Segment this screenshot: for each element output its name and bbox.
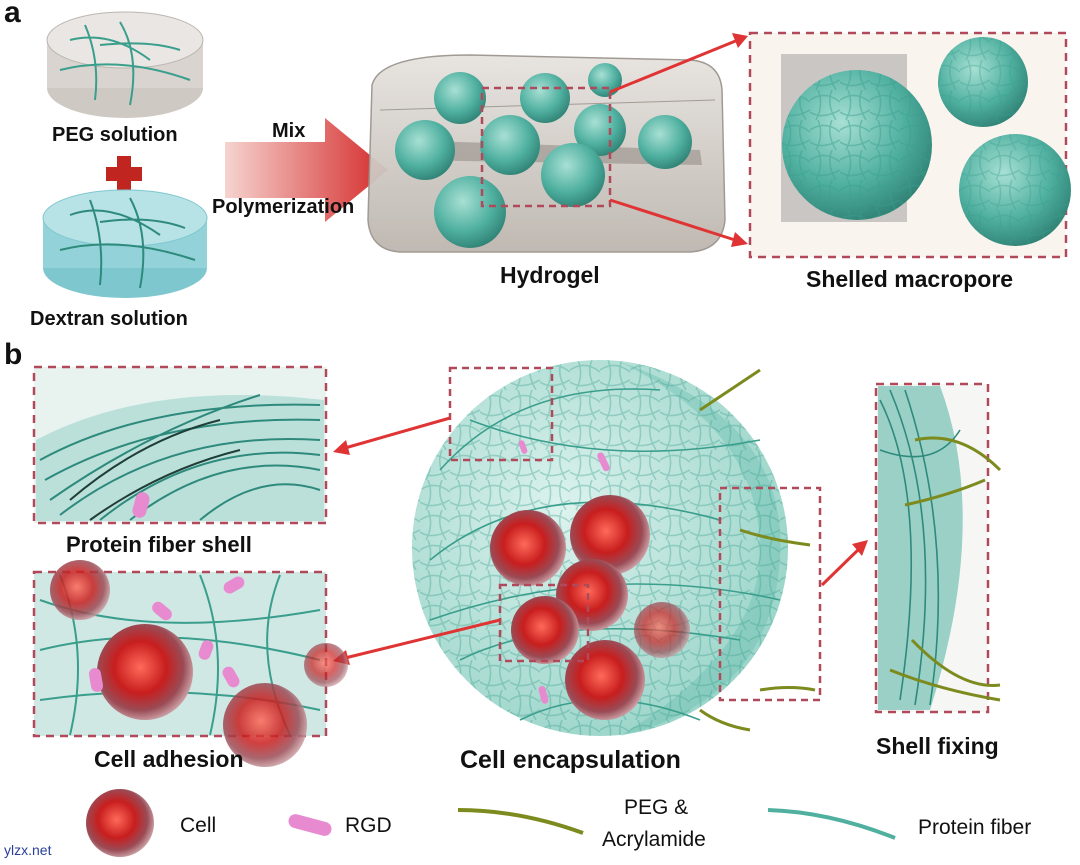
cell-encapsulation-label: Cell encapsulation bbox=[460, 746, 681, 774]
legend-cell-label: Cell bbox=[180, 814, 217, 837]
adhesion-zoom-box bbox=[498, 583, 590, 663]
peg-solution-disc bbox=[46, 11, 204, 118]
shell-fixing-inset bbox=[874, 382, 1002, 714]
plus-icon bbox=[106, 156, 142, 192]
protein-shell-inset bbox=[32, 365, 328, 525]
panel-label-a: a bbox=[4, 0, 21, 29]
polymerization-label: Polymerization bbox=[212, 196, 355, 218]
cell-adhesion-inset bbox=[32, 560, 348, 767]
legend-peg-label-1: PEG & bbox=[624, 796, 689, 819]
zoom-arrows-a bbox=[609, 33, 748, 247]
dextran-solution-disc bbox=[42, 189, 208, 298]
shell-fixing-label: Shell fixing bbox=[876, 733, 999, 759]
hydrogel-label: Hydrogel bbox=[500, 262, 600, 288]
panel-label-b: b bbox=[4, 338, 23, 371]
dextran-solution-label: Dextran solution bbox=[30, 308, 188, 330]
cell-adhesion-label: Cell adhesion bbox=[94, 746, 244, 772]
legend-protein-line bbox=[767, 808, 896, 840]
protein-shell-label: Protein fiber shell bbox=[66, 532, 252, 557]
encapsulated-cells bbox=[490, 495, 690, 720]
legend-peg-line bbox=[457, 808, 584, 835]
mix-arrow bbox=[225, 118, 388, 222]
legend-protein-label: Protein fiber bbox=[918, 816, 1032, 839]
legend-peg-label-2: Acrylamide bbox=[602, 828, 706, 851]
legend-rgd-icon bbox=[288, 814, 332, 836]
mix-label: Mix bbox=[272, 120, 306, 142]
hydrogel-zoom-box bbox=[480, 86, 612, 208]
macropore-label: Shelled macropore bbox=[806, 266, 1014, 292]
macropore-panel bbox=[748, 31, 1071, 259]
shell-zoom-box bbox=[448, 366, 554, 462]
fixing-zoom-box bbox=[718, 486, 822, 702]
hydrogel-pores bbox=[395, 63, 692, 248]
watermark: ylzx.net bbox=[4, 842, 52, 858]
legend-cell-icon bbox=[86, 789, 154, 857]
peg-solution-label: PEG solution bbox=[52, 124, 178, 146]
sphere-rgd bbox=[518, 440, 610, 704]
legend-rgd-label: RGD bbox=[345, 814, 392, 837]
